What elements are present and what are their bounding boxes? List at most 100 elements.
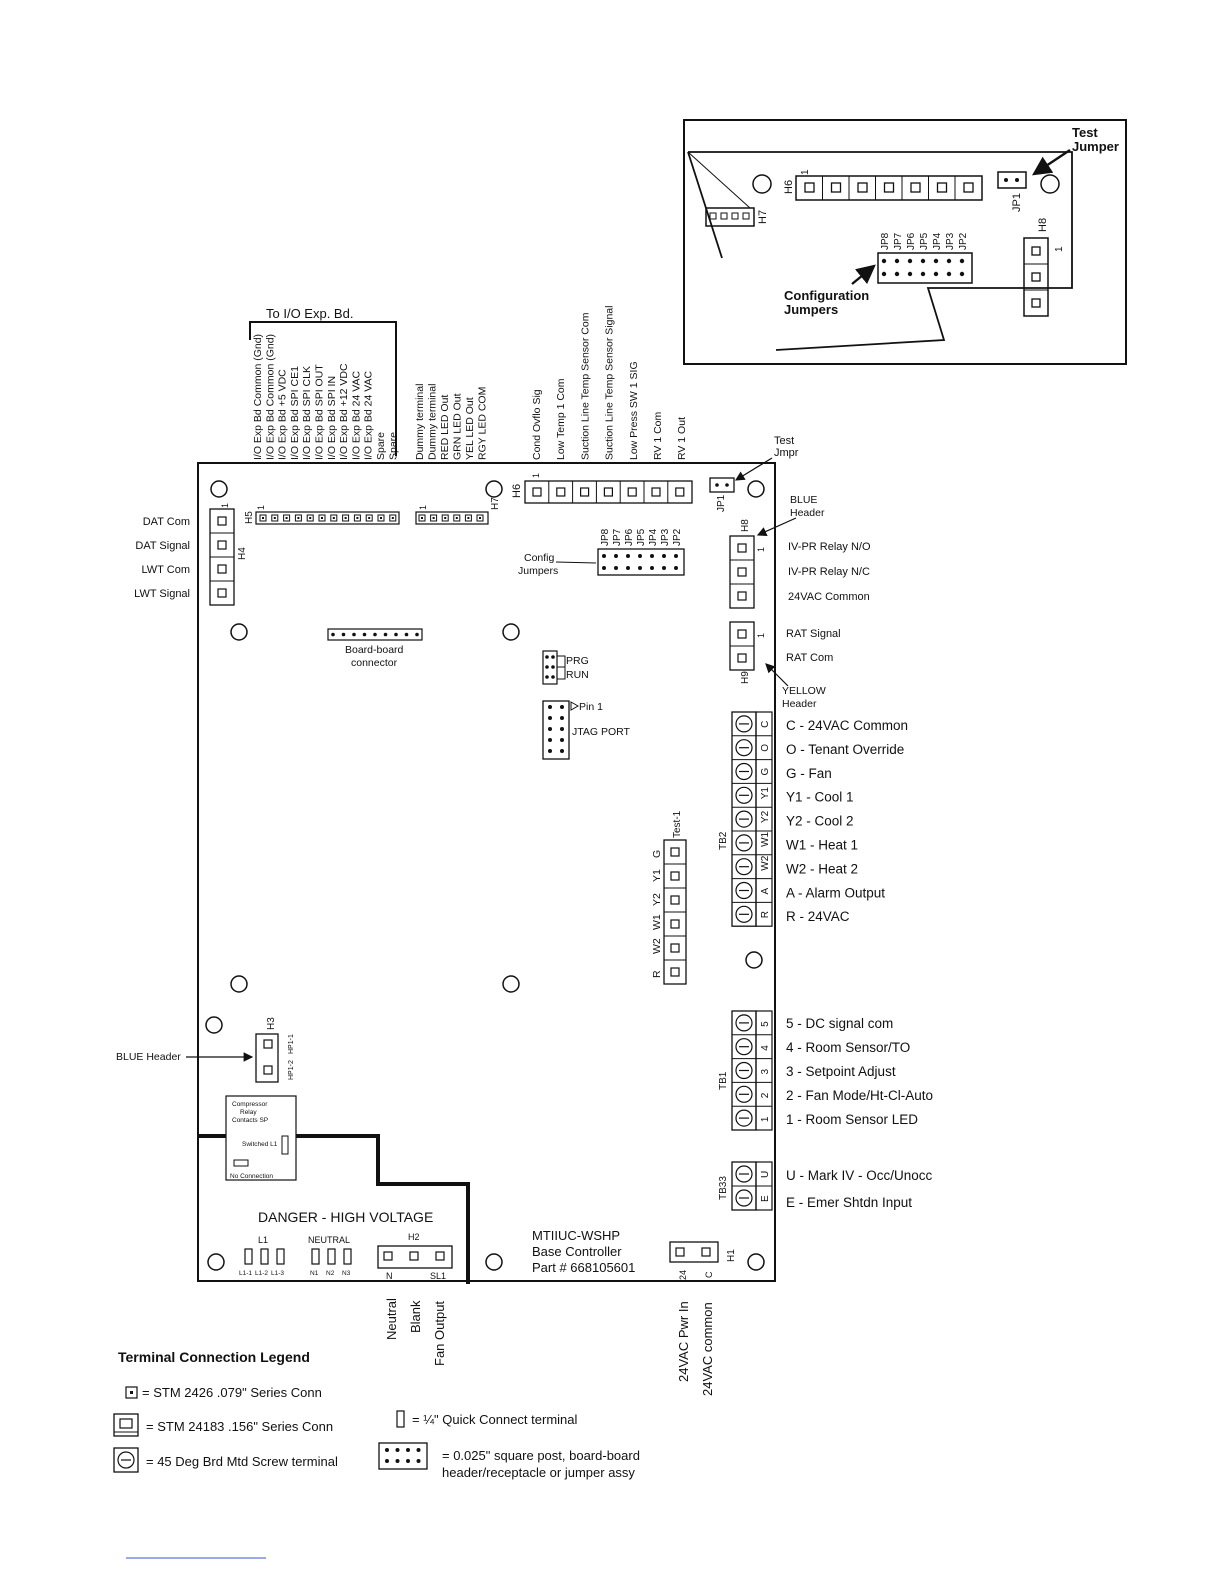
h7-pin — [441, 514, 449, 522]
h4-pin — [217, 540, 227, 550]
l1-quick-connect — [244, 1248, 253, 1265]
h5-signal-label: Spare — [375, 432, 387, 460]
tb1-screw — [735, 1014, 753, 1032]
neutral-label: NEUTRAL — [308, 1235, 350, 1245]
h2-label: H2 — [408, 1232, 420, 1242]
h6-pin — [603, 487, 614, 497]
legend-post-dot — [416, 1459, 421, 1463]
config-jumper-label: JP4 — [648, 528, 659, 546]
neutral-quick-connect — [327, 1248, 336, 1265]
neutral-terminal-label: N3 — [342, 1270, 351, 1277]
inset-h6-pin — [830, 182, 842, 193]
h4-label: H4 — [237, 547, 248, 560]
config-jumper-pin — [638, 554, 642, 558]
tb1-screw — [735, 1085, 753, 1103]
l1-terminal-label: L1-3 — [271, 1270, 284, 1277]
inset-h6-pin — [857, 182, 868, 193]
legend-quick-connect-label: = ¼" Quick Connect terminal — [412, 1412, 577, 1427]
h6-pin — [651, 487, 661, 497]
h9-signal-label: RAT Com — [786, 652, 833, 664]
mounting-hole — [747, 480, 765, 498]
inset-h6-label: H6 — [783, 180, 795, 194]
h9-pin1: 1 — [756, 633, 766, 638]
test-1-pin — [670, 871, 680, 881]
inset-jumper-pin — [894, 271, 900, 277]
test-1-code: G — [651, 850, 663, 858]
h7-pin — [464, 514, 472, 522]
legend-post-dot — [416, 1448, 421, 1452]
jtag-pin — [548, 749, 552, 753]
h6-signal-label: Low Press SW 1 SIG — [628, 361, 640, 460]
inset-jumper-pin — [881, 271, 887, 277]
inset-h8-pin — [1031, 246, 1041, 256]
legend-stm2426-icon — [125, 1386, 138, 1399]
jtag-pin — [560, 727, 564, 731]
config-jumper-pin — [626, 554, 630, 558]
h6-pin — [556, 487, 566, 497]
h5-signal-label: I/O Exp Bd Common (Gnd) — [252, 334, 264, 460]
tb2-code: O — [760, 744, 771, 752]
h1-c-label: C — [704, 1271, 714, 1278]
legend-post-dot — [395, 1459, 400, 1463]
h5-signal-label: Spare — [387, 432, 399, 460]
inset-jumper-label: JP8 — [880, 232, 891, 250]
inset-h6-pin — [804, 182, 815, 193]
tb33-code: E — [760, 1195, 771, 1202]
inset-jumper-pin — [894, 258, 900, 264]
config-jumper-pin — [674, 566, 678, 570]
h7-pin — [476, 514, 484, 522]
h1-label: H1 — [726, 1249, 737, 1262]
mounting-hole — [747, 1253, 765, 1271]
mounting-hole — [485, 1253, 503, 1271]
tb2-screw — [735, 739, 753, 757]
h7-signal-label: RGY LED COM — [477, 387, 489, 460]
tb2-signal-label: O - Tenant Override — [786, 742, 904, 757]
legend-title: Terminal Connection Legend — [118, 1349, 310, 1365]
tb2-code: A — [760, 888, 771, 895]
blue-header-top-label: BLUE — [790, 494, 817, 506]
tb2-code: G — [760, 768, 771, 776]
inset-jumper-pin — [946, 271, 952, 277]
h6-label: H6 — [511, 484, 523, 498]
legend-screw-terminal-label: = 45 Deg Brd Mtd Screw terminal — [146, 1454, 338, 1469]
config-jumper-label: JP3 — [660, 528, 671, 546]
relay-label-2: Relay — [240, 1109, 257, 1116]
run-label: RUN — [566, 669, 589, 681]
test-1-code: W1 — [651, 914, 663, 930]
h6-signal-label: RV 1 Com — [652, 412, 664, 460]
tb1-signal-label: 3 - Setpoint Adjust — [786, 1064, 896, 1079]
inset-jumper-pin — [933, 258, 939, 264]
tb2-signal-label: W1 - Heat 1 — [786, 838, 858, 853]
h6-pin — [675, 487, 685, 497]
tb33-signal-label: E - Emer Shtdn Input — [786, 1195, 912, 1210]
mounting-hole — [485, 480, 503, 498]
h7-signal-label: RED LED Out — [439, 395, 451, 460]
tb2-code: W1 — [760, 831, 771, 846]
compressor-relay — [225, 1095, 297, 1181]
config-jumper-label: JP5 — [636, 528, 647, 546]
relay-label-3: Contacts SP — [232, 1117, 268, 1124]
neutral-terminal-label: N1 — [310, 1270, 319, 1277]
mounting-hole — [205, 1016, 223, 1034]
l1-terminal-label: L1-1 — [239, 1270, 252, 1277]
inset-jumper-pin — [946, 258, 952, 264]
tb33-label: TB33 — [718, 1176, 729, 1200]
neutral-terminal-label: N2 — [326, 1270, 335, 1277]
mounting-hole — [210, 480, 228, 498]
h7-signal-label: Dummy terminal — [414, 384, 426, 460]
blue-header-top-label-2: Header — [790, 507, 825, 519]
jtag-pin — [548, 705, 552, 709]
tb2-signal-label: W2 - Heat 2 — [786, 861, 858, 876]
h2-sl1-label: SL1 — [430, 1271, 446, 1281]
inset-mount-hole — [1040, 174, 1060, 194]
h6-signal-label: RV 1 Out — [676, 417, 688, 460]
inset-jumper-pin — [907, 258, 913, 264]
jtag-pin — [548, 727, 552, 731]
danger-high-voltage: DANGER - HIGH VOLTAGE — [258, 1209, 433, 1225]
inset-h7-pin — [742, 212, 750, 220]
test-1-pin — [670, 919, 680, 929]
pin1-label: Pin 1 — [579, 701, 603, 713]
h7-signal-label: Dummy terminal — [427, 384, 439, 460]
switched-l1-label: Switched L1 — [242, 1141, 278, 1148]
